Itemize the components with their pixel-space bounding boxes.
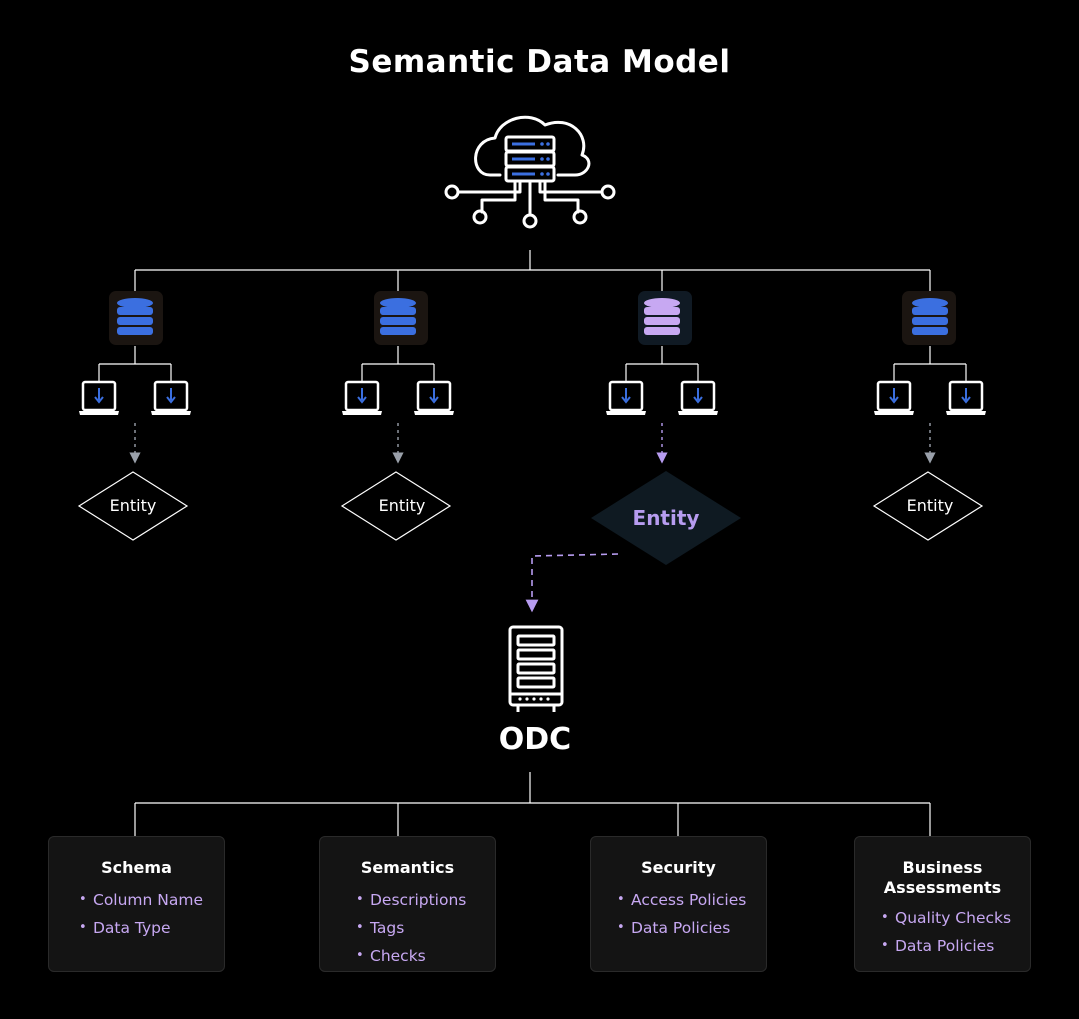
card-security: Security Access Policies Data Policies [590,836,767,972]
entity-diamond [591,471,741,565]
card-item: Quality Checks [881,904,1030,932]
database-tile-4 [902,291,956,345]
card-item: Tags [356,914,495,942]
card-title: Security [641,858,716,877]
laptop-download-icon [151,380,191,415]
card-item: Descriptions [356,886,495,914]
card-item: Column Name [79,886,224,914]
odc-label: ODC [498,722,572,757]
laptop-download-icon [946,380,986,415]
card-title: Semantics [360,858,455,877]
laptop-download-icon [79,380,119,415]
card-item: Data Type [79,914,224,942]
card-item: Data Policies [881,932,1030,960]
laptop-download-icon [342,380,382,415]
card-business-assessments: Business Assessments Quality Checks Data… [854,836,1031,972]
laptop-download-icon [606,380,646,415]
card-title-line-2: Assessments [883,878,1002,897]
entity-diamond [872,471,984,541]
card-item: Data Policies [617,914,766,942]
cloud-server-network-icon [444,115,616,229]
device-connector [98,346,172,382]
card-item: Checks [356,942,495,970]
entity-to-odc-arrow [525,553,619,613]
server-rack-icon [508,625,564,712]
entity-diamond [77,471,189,541]
card-title: Business Assessments [855,858,1030,898]
card-title: Schema [101,858,172,877]
device-connector [625,346,699,382]
card-item: Access Policies [617,886,766,914]
database-tile-1 [109,291,163,345]
entity-diamond [340,471,452,541]
device-connector [361,346,435,382]
entity-label-3-highlighted: Entity [632,506,700,530]
entity-label-4: Entity [906,496,954,515]
diagram-title: Semantic Data Model [348,44,731,80]
laptop-download-icon [874,380,914,415]
entity-label-1: Entity [109,496,157,515]
device-connector [893,346,967,382]
server-slots-icon [512,142,535,176]
laptop-download-icon [678,380,718,415]
laptop-download-icon [414,380,454,415]
database-tile-2 [374,291,428,345]
card-semantics: Semantics Descriptions Tags Checks [319,836,496,972]
database-tile-3 [638,291,692,345]
card-schema: Schema Column Name Data Type [48,836,225,972]
card-title-line-1: Business [902,858,983,877]
entity-label-2: Entity [378,496,426,515]
